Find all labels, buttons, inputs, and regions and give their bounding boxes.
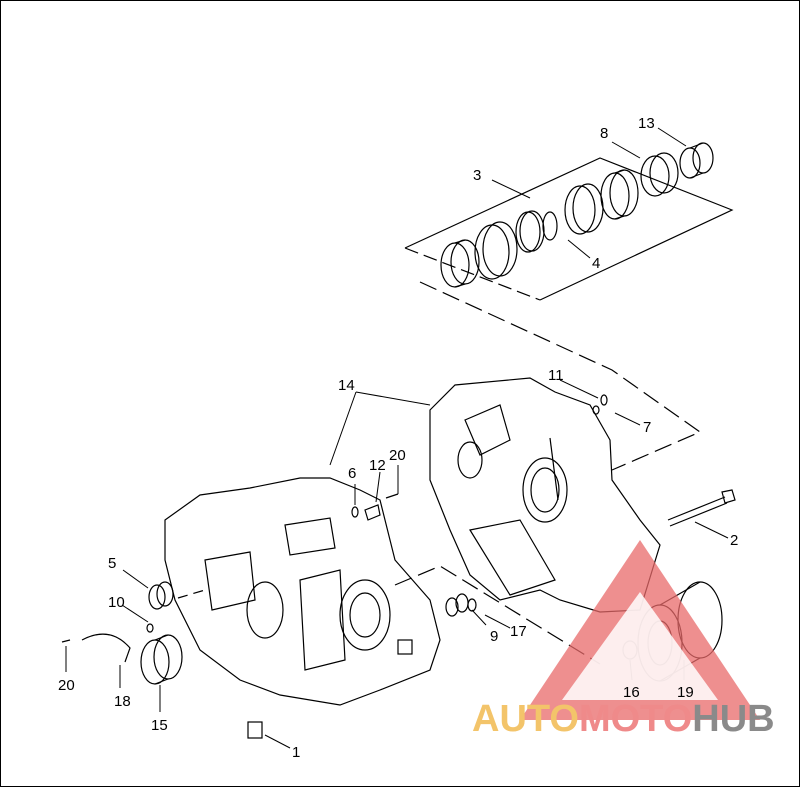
callout-10: 10 (108, 594, 125, 611)
callout-6: 6 (348, 465, 356, 482)
bearing-5 (148, 581, 174, 610)
screw-20-left (61, 639, 71, 643)
callout-16: 16 (623, 684, 640, 701)
oring-17 (467, 598, 477, 612)
callout-11: 11 (548, 367, 564, 384)
valve-12 (364, 504, 381, 521)
bushing-13 (679, 142, 714, 179)
watermark-logo: AUTOMOTOHUB (472, 698, 775, 741)
watermark-hub: HUB (692, 698, 775, 740)
callout-15: 15 (151, 717, 168, 734)
snap-ring-left (515, 210, 545, 253)
dowel-7 (600, 394, 608, 406)
race-ring-right (564, 183, 604, 235)
callout-7: 7 (643, 419, 651, 436)
small-ring (542, 211, 558, 241)
callout-5: 5 (108, 555, 116, 572)
callout-18: 18 (114, 693, 131, 710)
roller-bearing-left (440, 239, 480, 288)
callout-9: 9 (490, 628, 498, 645)
callout-19: 19 (677, 684, 694, 701)
callout-8: 8 (600, 125, 608, 142)
watermark-auto: AUTO (472, 698, 579, 740)
plug-1 (247, 721, 263, 739)
bearing-ring-8 (640, 152, 679, 197)
retainer-18 (81, 633, 131, 663)
race-ring-left (474, 221, 518, 280)
callout-4: 4 (592, 255, 600, 272)
bearing-15 (140, 634, 183, 685)
bearing-assembly (404, 142, 734, 301)
leader-lines (65, 127, 729, 749)
roller-bearing-right (600, 169, 639, 220)
callout-20-top: 20 (389, 447, 406, 464)
screw-20-top (385, 493, 399, 499)
callout-1: 1 (292, 744, 300, 761)
bolt-2 (667, 489, 736, 527)
callout-17: 17 (510, 623, 527, 640)
left-crankcase-half (164, 477, 441, 706)
watermark-moto: MOTO (578, 698, 693, 740)
callout-13: 13 (638, 115, 655, 132)
callout-3: 3 (473, 167, 481, 184)
dowel-11 (592, 405, 600, 415)
pin-10 (146, 623, 154, 633)
callout-20-left: 20 (58, 677, 75, 694)
dowel-9 (445, 593, 469, 617)
callout-12: 12 (369, 457, 386, 474)
watermark-triangle (520, 540, 760, 720)
pin-6 (351, 506, 359, 518)
callout-2: 2 (730, 532, 738, 549)
callout-labels: 1 2 3 4 5 6 7 8 9 10 11 12 13 14 15 16 1… (58, 115, 738, 761)
callout-14: 14 (338, 377, 355, 394)
